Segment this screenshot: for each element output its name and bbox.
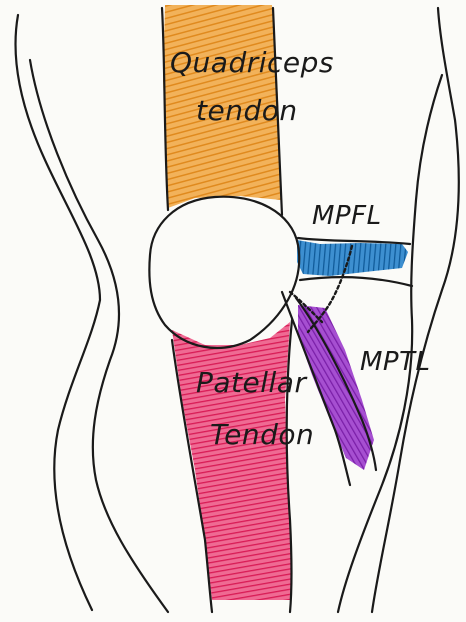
left-inner-contour <box>30 60 168 612</box>
mpfl-lower-line <box>300 277 412 286</box>
left-outer-contour <box>16 15 100 610</box>
mpfl-label: MPFL <box>312 201 382 231</box>
patella-outline <box>149 197 299 348</box>
patellar-tendon-shape <box>172 322 292 600</box>
patellar-label-line1: Patellar <box>196 366 307 399</box>
right-outer-contour <box>372 8 459 612</box>
quadriceps-label-line2: tendon <box>196 94 298 127</box>
patellar-label-line2: Tendon <box>210 418 314 451</box>
mptl-label: MPTL <box>360 347 430 377</box>
quadriceps-label-line1: Quadriceps <box>170 46 334 79</box>
